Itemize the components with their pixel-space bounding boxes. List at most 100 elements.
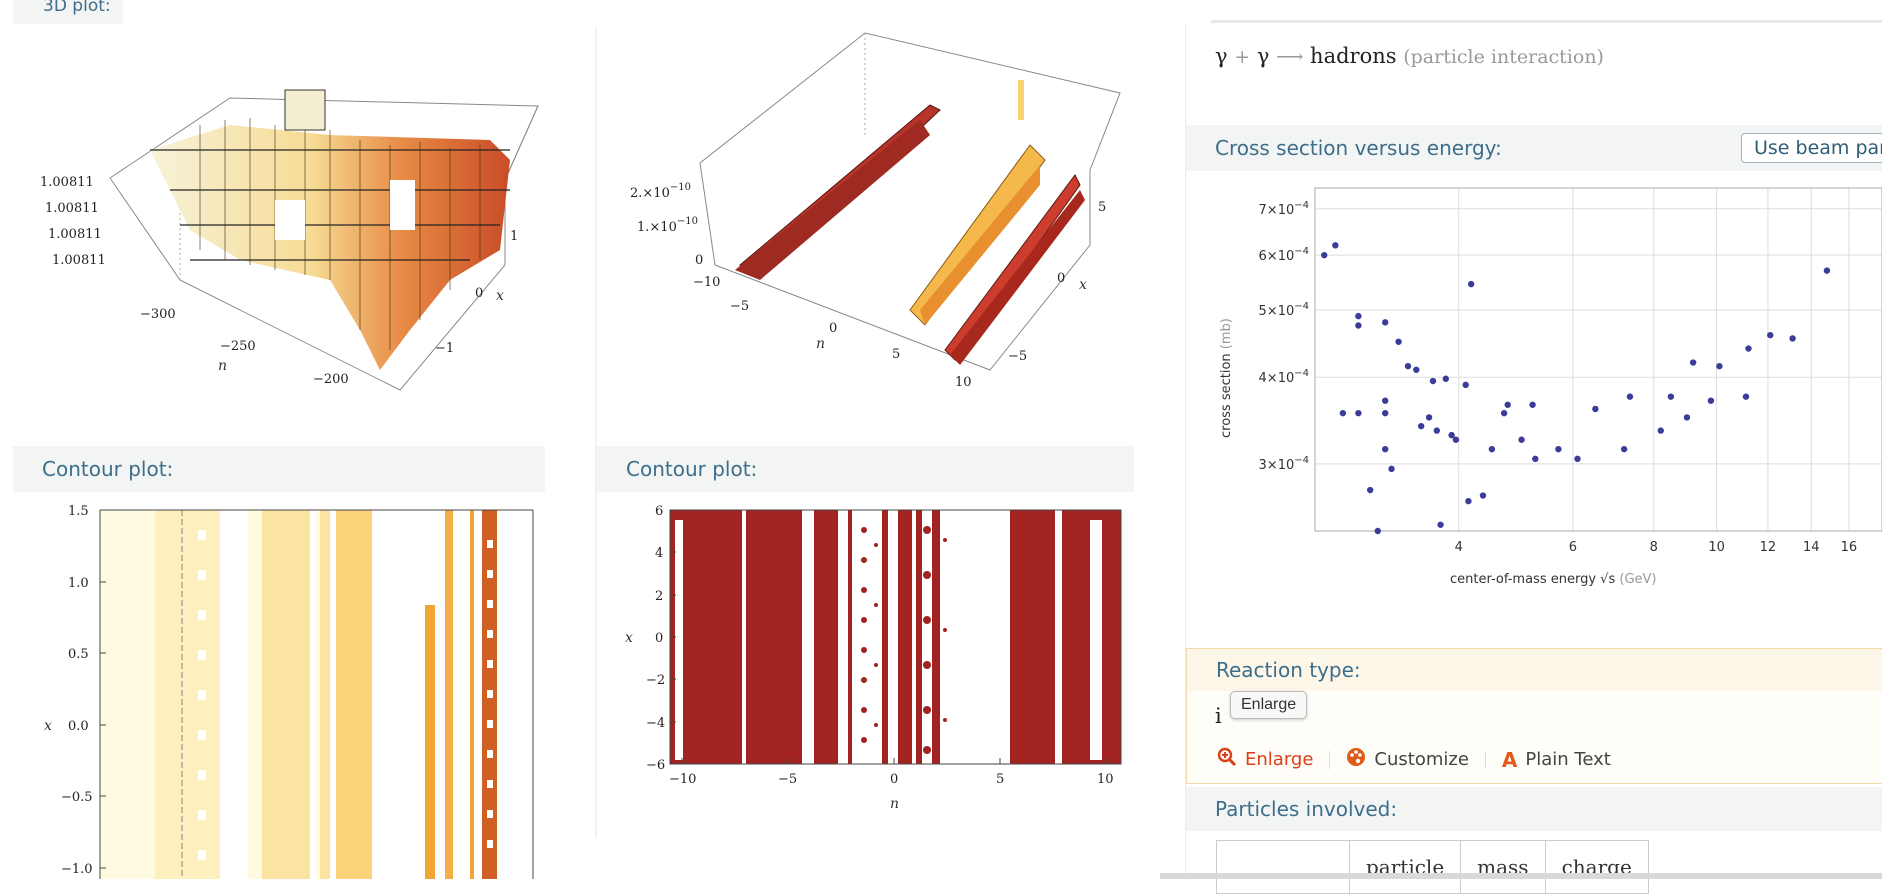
plot-frame: [1314, 187, 1882, 532]
plot-3d-a[interactable]: 1.00811 1.00811 1.00811 1.00811 −300 −25…: [30, 30, 550, 400]
z-tick-3: 0: [695, 253, 703, 268]
x-tick-label: 12: [1760, 540, 1777, 555]
contour-a-label: Contour plot:: [42, 457, 174, 481]
contour-plot-b[interactable]: 6 4 2 0 −2 −4 −6 −10 −5 0 5 10 n x: [620, 500, 1140, 820]
customize-button[interactable]: Customize: [1346, 747, 1469, 772]
z-tick-4: 1.00811: [52, 253, 106, 268]
data-point: [1789, 335, 1796, 342]
n-tick-2: −250: [220, 339, 256, 354]
enlarge-label: Enlarge: [1245, 749, 1314, 770]
data-point: [1689, 359, 1697, 366]
x-tick-1: 5: [1098, 200, 1106, 215]
x-tick-label: 8: [1650, 540, 1658, 555]
y-tick-3: 0.5: [68, 647, 89, 662]
data-point: [1425, 414, 1433, 421]
enlarge-button[interactable]: Enlarge: [1217, 747, 1313, 772]
x-axis-label: x: [496, 288, 504, 304]
y-tick-7: −6: [646, 758, 665, 773]
plot-3d-label: 3D plot:: [43, 0, 111, 16]
x-tick-1: 1: [510, 229, 518, 244]
use-beam-button[interactable]: Use beam part: [1741, 133, 1882, 163]
data-point: [1388, 465, 1395, 473]
contour-plot-a[interactable]: 1.5 1.0 0.5 0.0 −0.5 −1.0 x: [30, 500, 550, 879]
x-tick-3: −5: [1008, 349, 1027, 364]
x-tick-2: −5: [778, 772, 797, 787]
data-point: [1452, 436, 1460, 443]
reaction-type-label: Reaction type:: [1216, 658, 1361, 682]
y-tick-5: −0.5: [61, 790, 93, 805]
data-point: [1767, 331, 1774, 339]
enlarge-tooltip: Enlarge: [1230, 691, 1308, 719]
x-tick-5: 10: [1097, 772, 1114, 787]
data-point: [1429, 377, 1437, 385]
n-tick-1: −10: [693, 275, 720, 290]
right-panel-topbar: [1211, 20, 1882, 23]
z-tick-3: 1.00811: [48, 227, 102, 242]
particles-header: Particles involved:: [1186, 787, 1882, 831]
data-point: [1657, 427, 1664, 434]
data-point: [1355, 312, 1362, 320]
particles-label: Particles involved:: [1215, 797, 1398, 821]
data-point: [1532, 455, 1539, 463]
x-axis-label: x: [1079, 277, 1087, 293]
horizontal-scrollbar[interactable]: [1160, 873, 1882, 879]
y-tick-1: 6: [655, 504, 663, 519]
x-axis-label: center-of-mass energy √s (GeV): [1450, 572, 1656, 587]
data-point: [1381, 445, 1389, 453]
data-point: [1437, 521, 1444, 528]
x-tick-3: 0: [890, 772, 898, 787]
reaction-note: (particle interaction): [1403, 46, 1604, 68]
plain-text-button[interactable]: A Plain Text: [1502, 748, 1611, 772]
y-tick-4: 0: [655, 631, 663, 646]
data-point: [1518, 436, 1525, 443]
y-tick-label: 3×10−4: [1259, 455, 1309, 473]
z-tick-2: 1.00811: [45, 201, 99, 216]
x-tick-4: 5: [996, 772, 1004, 787]
x-tick-3: −1: [435, 341, 454, 356]
y-tick-2: 1.0: [68, 576, 89, 591]
data-points: [1321, 242, 1831, 535]
data-point: [1339, 409, 1347, 417]
y-tick-3: 2: [655, 589, 663, 604]
plot-3d-b[interactable]: 2.×10−10 1.×10−10 0 −10 −5 0 5 10 n 5 0 …: [620, 25, 1140, 395]
plus-sign: +: [1234, 46, 1251, 68]
x-axis-label: n: [890, 796, 899, 812]
data-point: [1592, 405, 1599, 413]
data-point: [1355, 322, 1362, 329]
x-tick-label: 6: [1569, 540, 1577, 555]
x-tick-2: 0: [1057, 271, 1065, 286]
reaction-type-value: i: [1215, 704, 1222, 728]
n-tick-4: 5: [892, 347, 900, 362]
data-point: [1462, 381, 1469, 389]
data-point: [1366, 486, 1374, 494]
table-header-mass: mass: [1460, 840, 1546, 894]
contour-b-label: Contour plot:: [626, 457, 758, 481]
contour-a-header: Contour plot:: [13, 446, 545, 492]
data-point: [1332, 242, 1339, 249]
customize-label: Customize: [1374, 749, 1469, 770]
data-point: [1417, 422, 1425, 430]
chart-grid: [1315, 188, 1882, 531]
plain-text-label: Plain Text: [1525, 749, 1611, 770]
data-point: [1504, 401, 1511, 408]
product: hadrons: [1310, 44, 1397, 68]
y-tick-4: 0.0: [68, 719, 89, 734]
y-tick-label: 5×10−4: [1259, 301, 1309, 319]
data-point: [1683, 414, 1691, 421]
data-point: [1404, 362, 1412, 370]
gamma-1: γ: [1215, 44, 1228, 68]
x-tick-label: 10: [1708, 540, 1725, 555]
arrow: ⟶: [1276, 46, 1304, 68]
data-point: [1620, 445, 1628, 453]
x-tick-1: −10: [669, 772, 696, 787]
data-point: [1667, 393, 1675, 400]
reaction-type-box: Reaction type: i Enlarge Enlarge Customi…: [1186, 648, 1882, 784]
data-point: [1479, 492, 1487, 499]
table-header-charge: charge: [1544, 840, 1649, 894]
x-tick-label: 16: [1841, 540, 1858, 555]
data-point: [1742, 393, 1750, 400]
x-tick-2: 0: [475, 286, 483, 301]
text-a-icon: A: [1501, 747, 1518, 772]
